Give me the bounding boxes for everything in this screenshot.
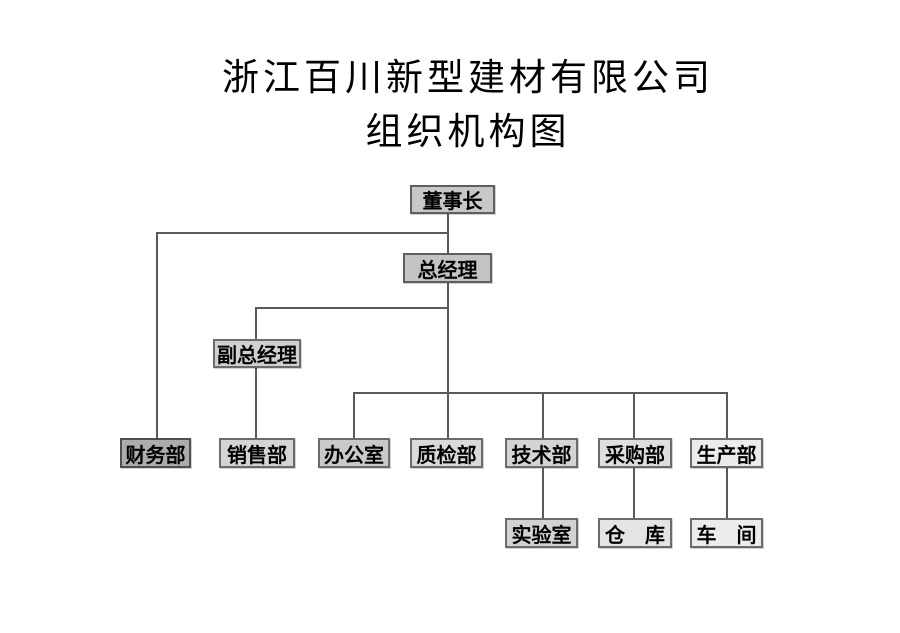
chart-title: 浙江百川新型建材有限公司 组织机构图	[222, 52, 714, 160]
org-node-laboratory: 实验室	[505, 518, 578, 548]
connector-drop-to-finance	[156, 232, 158, 439]
connector-drop-to-office	[353, 392, 355, 439]
connector-drop-to-production	[726, 392, 728, 439]
org-node-quality-dept: 质检部	[410, 438, 483, 468]
org-node-purchasing-dept: 采购部	[598, 438, 672, 468]
chart-title-line2: 组织机构图	[365, 112, 571, 153]
connector-drop-to-deputy	[255, 307, 257, 340]
chart-title-line1: 浙江百川新型建材有限公司	[222, 58, 714, 99]
org-node-finance-dept: 财务部	[120, 438, 191, 468]
connector-bottom-distribution	[353, 392, 728, 394]
connector-production-to-workshop	[726, 467, 728, 519]
org-node-sales-dept: 销售部	[219, 438, 295, 468]
org-node-chairman: 董事长	[410, 185, 495, 214]
connector-deputy-to-sales	[255, 367, 257, 439]
connector-purchasing-to-warehouse	[633, 467, 635, 519]
org-node-office: 办公室	[318, 438, 390, 468]
org-node-workshop: 车 间	[690, 518, 763, 548]
org-node-tech-dept: 技术部	[505, 438, 578, 468]
connector-drop-to-tech	[542, 392, 544, 439]
connector-branch-left-horizontal	[156, 232, 449, 234]
connector-branch-deputy-horizontal	[255, 307, 449, 309]
org-node-deputy-general-manager: 副总经理	[213, 339, 301, 368]
connector-gm-down-to-quality	[447, 282, 449, 439]
connector-tech-to-laboratory	[542, 467, 544, 519]
org-node-general-manager: 总经理	[403, 253, 492, 283]
connector-drop-to-purchasing	[633, 392, 635, 439]
org-node-warehouse: 仓 库	[598, 518, 672, 548]
org-node-production-dept: 生产部	[690, 438, 763, 468]
